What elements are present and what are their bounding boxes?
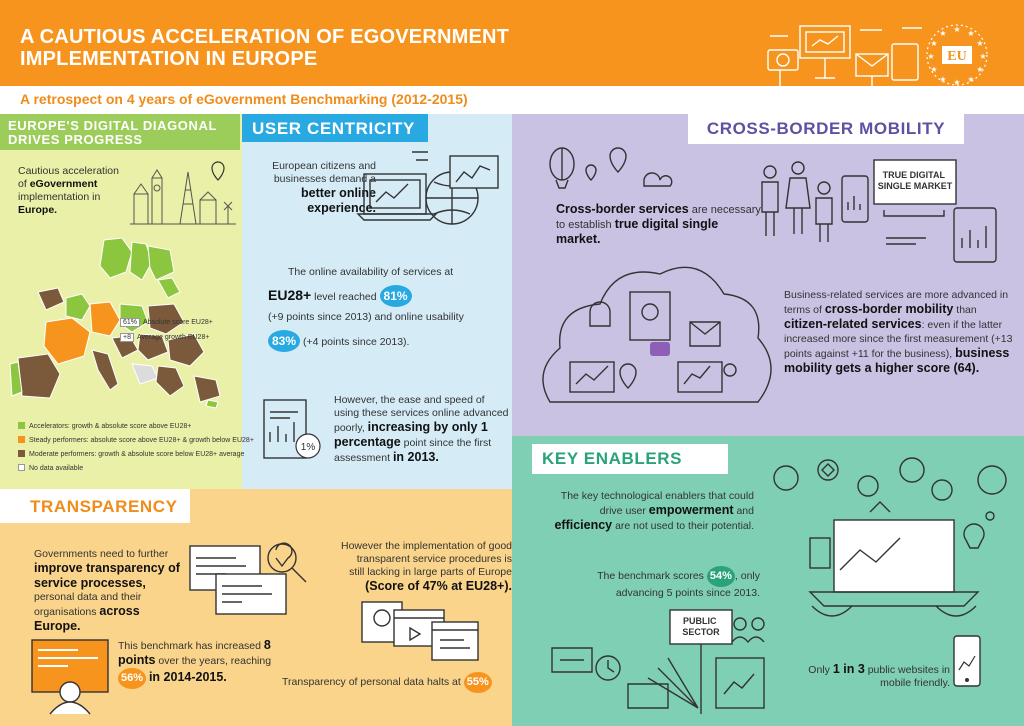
user-intro-text: European citizens and businesses demand … (272, 160, 376, 215)
svg-text:★: ★ (976, 39, 983, 48)
personal-data-score-badge: 55% (463, 672, 492, 693)
svg-text:★: ★ (979, 52, 986, 61)
european-landmarks-icon (130, 161, 236, 225)
digital-market-sign: TRUE DIGITAL SINGLE MARKET (878, 170, 953, 191)
key-enablers-intro-text: The key technological enablers that coul… (554, 490, 754, 532)
browser-windows-icon (361, 601, 479, 661)
laptop-globe-chart-icon (356, 151, 499, 225)
legend-moderate: Moderate performers: growth & absolute s… (18, 450, 244, 458)
business-mobility-text: Business-related services are more advan… (784, 289, 1013, 375)
user-centricity-title: USER CENTRICITY (242, 114, 428, 142)
balloon-location-icon (549, 147, 673, 189)
user-screen-icon (31, 639, 109, 715)
business-cloud-icon (542, 266, 772, 403)
personal-data-text: Transparency of personal data halts at 5… (282, 672, 512, 693)
subtitle-band (0, 86, 1024, 114)
legend-steady: Steady performers: absolute score above … (18, 436, 254, 444)
ease-score-badge: 1% (301, 442, 316, 453)
svg-text:★: ★ (953, 25, 960, 34)
digital-intro-text: Cautious acceleration of eGovernment imp… (18, 165, 119, 216)
mobile-friendly-text: Only 1 in 3 public websites in mobile fr… (808, 662, 950, 689)
eu-stars-badge-icon: ★★★ ★★★ ★★★ ★★★ EU (926, 24, 988, 87)
svg-text:★: ★ (939, 75, 946, 84)
svg-text:★: ★ (953, 78, 960, 87)
svg-text:★: ★ (967, 75, 974, 84)
legend-accelerators: Accelerators: growth & absolute score ab… (18, 422, 191, 430)
transparency-score-badge: 56% (118, 668, 147, 689)
mobile-phone-icon (953, 635, 981, 687)
report-chart-icon: 1% (263, 399, 321, 459)
svg-text:★: ★ (930, 39, 937, 48)
map-legend-absolute: 61%Absolute score EU28+ (120, 318, 213, 327)
public-sector-icon: PUBLIC SECTOR (551, 609, 765, 714)
benchmark-score-text: The benchmark scores 54%, only advancing… (560, 566, 760, 600)
documents-magnifier-icon (189, 542, 307, 615)
transparency-title: TRANSPARENCY (0, 489, 190, 523)
people-devices-icon: TRUE DIGITAL SINGLE MARKET (761, 159, 997, 263)
svg-text:★: ★ (930, 65, 937, 74)
ease-speed-text: However, the ease and speed of using the… (334, 394, 509, 464)
svg-text:★: ★ (939, 29, 946, 38)
availability-score-badge: 81% (379, 285, 412, 307)
svg-text:★: ★ (927, 52, 934, 61)
transparency-intro-text: Governments need to further improve tran… (34, 548, 180, 633)
legend-no-data: No data available (18, 464, 83, 472)
cross-border-intro-text: Cross-border services are necessary to e… (556, 202, 761, 246)
eu-badge-label: EU (947, 49, 966, 64)
public-sector-sign: PUBLIC SECTOR (682, 616, 720, 637)
digital-diagonal-title: EUROPE'S DIGITAL DIAGONAL DRIVES PROGRES… (0, 114, 240, 150)
svg-text:★: ★ (976, 65, 983, 74)
devices-illustration-icon (767, 25, 922, 94)
page-subtitle: A retrospect on 4 years of eGovernment B… (20, 91, 468, 107)
transparent-procedures-text: However the implementation of good trans… (340, 540, 512, 593)
cross-border-title: CROSS-BORDER MOBILITY (688, 114, 964, 144)
digital-diagonal-panel (0, 114, 242, 489)
benchmark-increase-text: This benchmark has increased 8 points ov… (118, 638, 288, 689)
usability-score-badge: 83% (268, 330, 301, 352)
header-banner (0, 0, 1024, 86)
online-availability-text: The online availability of services at E… (268, 266, 504, 352)
key-enablers-title: KEY ENABLERS (532, 444, 728, 474)
europe-map-icon (9, 237, 221, 409)
key-enablers-score-badge: 54% (706, 566, 735, 587)
svg-text:★: ★ (967, 29, 974, 38)
page-title: A CAUTIOUS ACCELERATION OF EGOVERNMENT I… (20, 26, 510, 70)
laptop-services-icon (773, 457, 1007, 617)
